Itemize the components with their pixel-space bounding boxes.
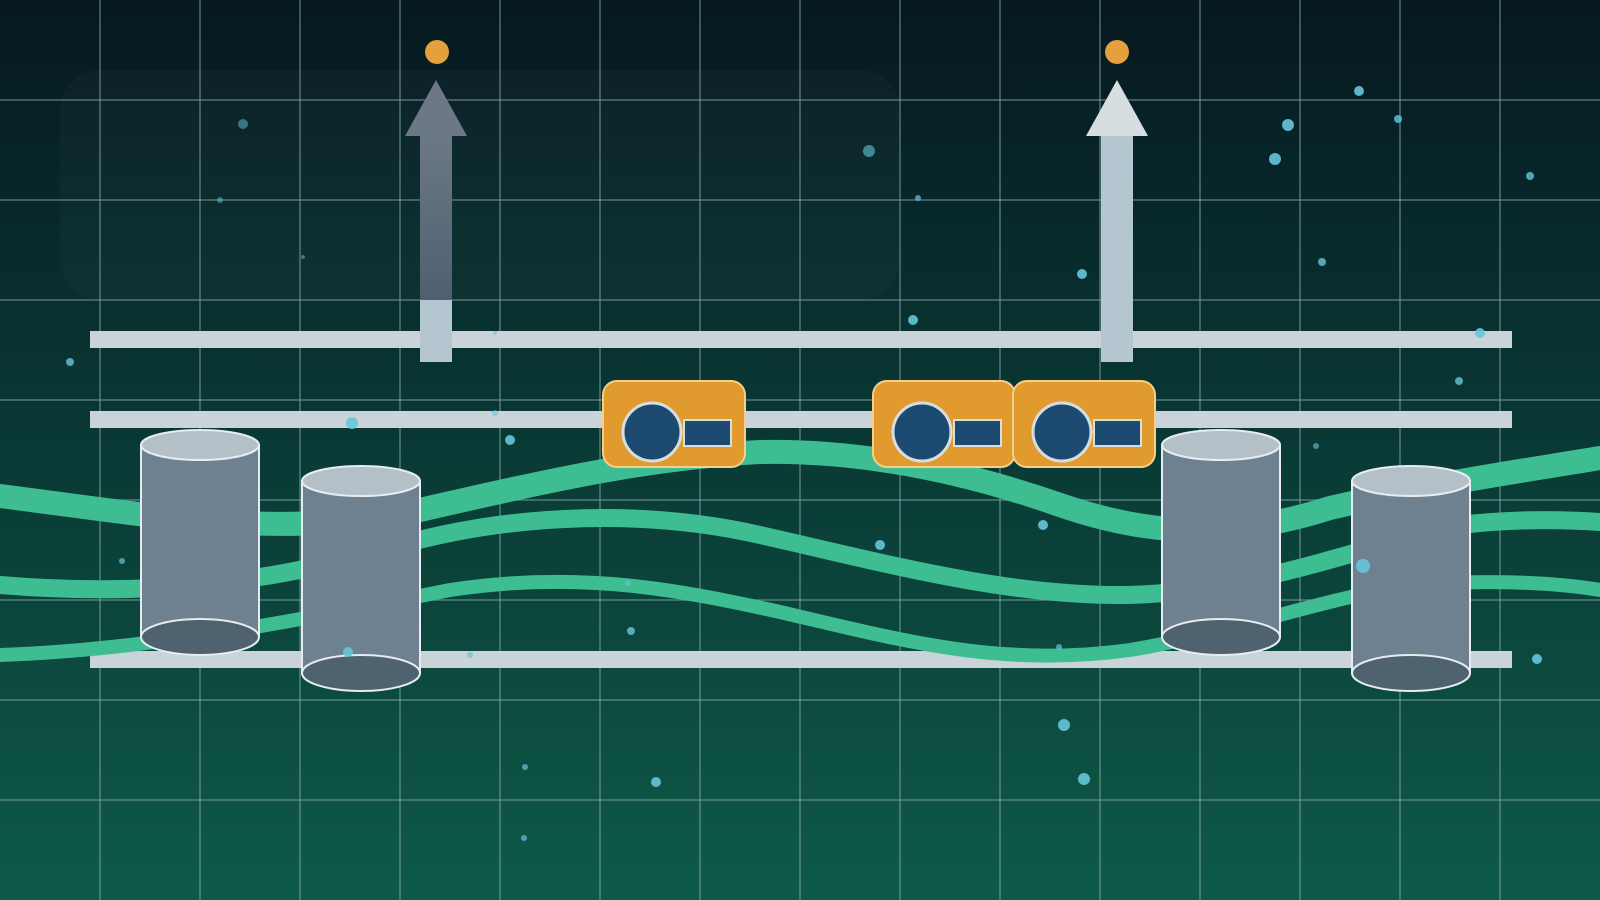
particle-dot xyxy=(1356,559,1370,573)
particle-dot xyxy=(908,315,918,325)
particle-dot xyxy=(493,331,497,335)
right-beacon xyxy=(1105,40,1129,64)
particle-dot xyxy=(1269,153,1281,165)
particle-dot xyxy=(1313,443,1319,449)
middle-rail xyxy=(90,411,1512,428)
left-beacon xyxy=(425,40,449,64)
particle-dot xyxy=(627,627,635,635)
particle-dot xyxy=(1475,328,1485,338)
particle-dot xyxy=(217,197,223,203)
particle-dot xyxy=(521,835,527,841)
particle-dot xyxy=(1078,773,1090,785)
faint-panel xyxy=(60,70,900,300)
particle-dot xyxy=(1077,269,1087,279)
particle-dot xyxy=(1058,719,1070,731)
tank-2 xyxy=(301,465,421,692)
particle-dot xyxy=(1318,258,1326,266)
tank-4 xyxy=(1351,465,1471,692)
particle-dot xyxy=(1394,115,1402,123)
particles xyxy=(66,86,1542,841)
particle-dot xyxy=(346,417,358,429)
particle-dot xyxy=(915,195,921,201)
valve-2 xyxy=(872,380,1016,468)
top-rail xyxy=(90,331,1512,348)
particle-dot xyxy=(1354,86,1364,96)
particle-dot xyxy=(1532,654,1542,664)
particle-dot xyxy=(492,410,498,416)
particle-dot xyxy=(875,540,885,550)
particle-dot xyxy=(301,255,305,259)
particle-dot xyxy=(1056,644,1062,650)
particle-dot xyxy=(1038,520,1048,530)
valve-3 xyxy=(1012,380,1156,468)
right-up-arrow xyxy=(1086,80,1148,362)
particle-dot xyxy=(119,558,125,564)
particle-dot xyxy=(863,145,875,157)
particle-dot xyxy=(1455,377,1463,385)
particle-dot xyxy=(343,647,353,657)
bottom-rail xyxy=(90,651,1512,668)
particle-dot xyxy=(238,119,248,129)
particle-dot xyxy=(625,580,631,586)
particle-dot xyxy=(522,764,528,770)
particle-dot xyxy=(467,652,473,658)
particle-dot xyxy=(1282,119,1294,131)
valve-1 xyxy=(602,380,746,468)
particle-dot xyxy=(505,435,515,445)
tank-3 xyxy=(1161,429,1281,656)
particle-dot xyxy=(1526,172,1534,180)
particle-dot xyxy=(651,777,661,787)
particle-dot xyxy=(66,358,74,366)
tank-1 xyxy=(140,429,260,656)
left-up-arrow xyxy=(405,80,467,362)
